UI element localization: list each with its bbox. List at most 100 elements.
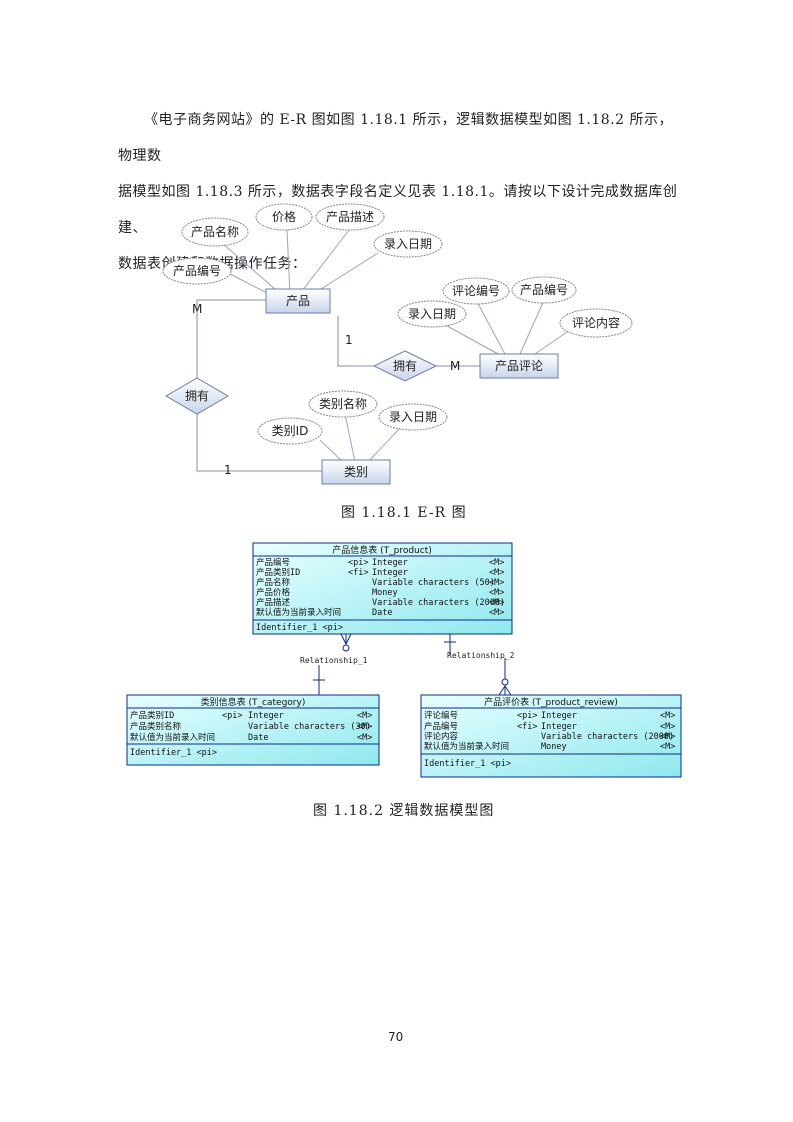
svg-text:<fi>: <fi> [517,722,537,732]
card-review-1: 1 [345,333,353,347]
svg-text:默认值为当前录入时间: 默认值为当前录入时间 [130,732,215,743]
logical-model: Relationship_1 Relationship_2 产品信息表 (T_p… [126,542,682,778]
svg-text:类别ID: 类别ID [272,424,309,438]
svg-text:<M>: <M> [357,711,372,721]
svg-text:产品类别ID: 产品类别ID [256,567,300,578]
svg-text:<M>: <M> [489,588,504,598]
relationship-2-label: Relationship_2 [447,651,515,660]
identifier-row: Identifier_1 <pi> [256,623,343,633]
svg-text:产品评论: 产品评论 [495,359,543,373]
svg-text:产品类别名称: 产品类别名称 [130,721,182,732]
table-row: 产品类别ID <pi> Integer <M> [130,710,372,721]
relationship-owns-product: 拥有 [165,377,229,415]
svg-text:产品编号: 产品编号 [520,282,568,297]
table-row: 默认值为当前录入时间 Date <M> [256,607,504,618]
svg-text:评论内容: 评论内容 [424,731,459,742]
table-product: 产品信息表 (T_product) 产品编号 <pi> Integer <M> … [252,542,513,635]
svg-text:录入日期: 录入日期 [389,410,437,424]
svg-text:<M>: <M> [489,578,504,588]
identifier-row: Identifier_1 <pi> [424,759,511,769]
svg-text:Integer: Integer [372,568,408,578]
attr-review-id: 评论编号 [442,277,510,305]
intro-line-2: 据模型如图 1.18.3 所示，数据表字段名定义见表 1.18.1。请按以下设计… [118,184,678,236]
svg-text:产品类别ID: 产品类别ID [130,710,174,721]
attr-product-desc: 产品描述 [315,203,385,231]
svg-text:Date: Date [248,733,268,743]
svg-text:<M>: <M> [489,608,504,618]
svg-text:<M>: <M> [660,742,675,752]
attr-review-content: 评论内容 [559,308,633,338]
svg-text:Variable characters (50): Variable characters (50) [372,578,495,588]
er-diagram: 产品名称 价格 产品描述 录入日期 产品编号 产品 评论编号 产品编号 录入日期… [162,203,633,485]
svg-text:<M>: <M> [489,558,504,568]
svg-text:Money: Money [372,588,398,598]
svg-text:Variable characters (2000): Variable characters (2000) [541,732,674,742]
table-row: 评论编号 <pi> Integer <M> [424,710,675,721]
svg-text:评论编号: 评论编号 [424,710,458,721]
card-category-1: 1 [224,463,232,477]
svg-text:默认值为当前录入时间: 默认值为当前录入时间 [256,607,341,618]
svg-text:Variable characters (2000): Variable characters (2000) [372,598,505,608]
svg-text:<M>: <M> [357,733,372,743]
table-category: 类别信息表 (T_category) 产品类别ID <pi> Integer <… [126,694,380,766]
entity-product: 产品 [265,288,331,314]
svg-text:类别信息表 (T_category): 类别信息表 (T_category) [201,696,306,708]
table-row: 默认值为当前录入时间 Money <M> [424,741,675,752]
table-row: 产品类别名称 Variable characters (30) <M> [130,721,372,732]
attr-product-name: 产品名称 [181,217,249,247]
svg-text:产品描述: 产品描述 [326,210,374,224]
svg-text:产品价格: 产品价格 [256,587,291,598]
table-row: 产品编号 <pi> Integer <M> [256,557,504,568]
relationship-1-label: Relationship_1 [300,656,368,665]
svg-text:评论编号: 评论编号 [452,283,500,298]
svg-text:录入日期: 录入日期 [408,307,456,321]
table-row: 产品描述 Variable characters (2000) <M> [256,597,505,608]
svg-text:Integer: Integer [372,558,408,568]
svg-text:类别名称: 类别名称 [319,396,367,411]
svg-text:Integer: Integer [541,711,577,721]
table-row: 产品名称 Variable characters (50) <M> [256,577,504,588]
svg-text:Date: Date [372,608,392,618]
svg-text:Integer: Integer [248,711,284,721]
svg-text:产品名称: 产品名称 [191,224,239,239]
identifier-row: Identifier_1 <pi> [130,748,217,758]
attr-product-id: 产品编号 [162,257,232,285]
svg-text:<M>: <M> [489,598,504,608]
logical-model-caption: 图 1.18.2 逻辑数据模型图 [313,803,495,819]
card-product-m: M [192,302,202,316]
svg-text:<pi>: <pi> [222,711,242,721]
svg-text:产品名称: 产品名称 [256,577,291,588]
svg-text:拥有: 拥有 [393,359,417,373]
svg-text:类别: 类别 [344,465,368,479]
relationship-owns-review: 拥有 [372,350,438,382]
svg-text:Money: Money [541,742,567,752]
intro-paragraph: 《电子商务网站》的 E-R 图如图 1.18.1 所示，逻辑数据模型如图 1.1… [118,102,678,282]
svg-text:产品评价表 (T_product_review): 产品评价表 (T_product_review) [484,696,618,708]
svg-text:<M>: <M> [660,711,675,721]
attr-category-id: 类别ID [257,417,323,445]
entity-review: 产品评论 [479,353,559,379]
table-row: 默认值为当前录入时间 Date <M> [130,732,372,743]
card-review-m: M [450,359,460,373]
svg-text:<M>: <M> [660,732,675,742]
attr-product-date: 录入日期 [373,230,443,258]
table-row: 产品价格 Money <M> [256,587,504,598]
svg-text:<pi>: <pi> [517,711,537,721]
er-caption: 图 1.18.1 E-R 图 [341,505,467,521]
attr-category-name: 类别名称 [308,390,378,418]
page-number: 70 [388,1030,404,1044]
entity-category: 类别 [321,459,391,485]
svg-text:Variable characters (30): Variable characters (30) [248,722,371,732]
svg-text:默认值为当前录入时间: 默认值为当前录入时间 [424,741,509,752]
table-row: 评论内容 Variable characters (2000) <M> [424,731,675,742]
svg-text:产品: 产品 [286,294,310,308]
svg-text:评论内容: 评论内容 [572,315,620,330]
svg-text:价格: 价格 [272,209,296,224]
svg-text:<M>: <M> [357,722,372,732]
svg-text:<M>: <M> [660,722,675,732]
attr-review-product-id: 产品编号 [511,276,577,304]
svg-text:产品编号: 产品编号 [173,263,221,278]
svg-text:录入日期: 录入日期 [384,237,432,251]
svg-text:<fi>: <fi> [348,568,368,578]
svg-text:拥有: 拥有 [185,389,209,403]
